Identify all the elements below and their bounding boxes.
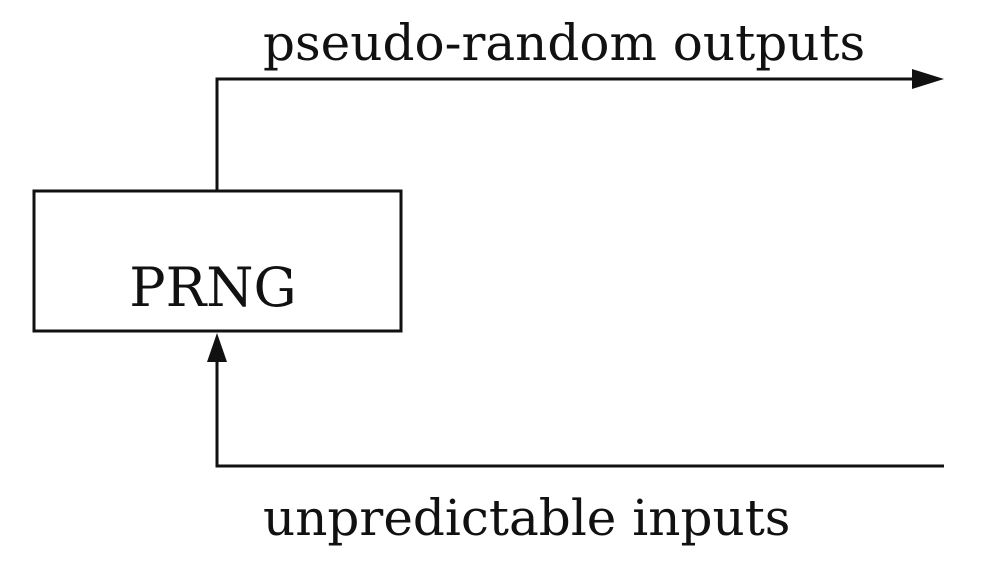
output-arrowhead xyxy=(912,69,944,89)
prng-block: PRNG xyxy=(32,189,403,333)
input-path: unpredictable inputs xyxy=(207,333,944,547)
output-line xyxy=(215,77,918,191)
input-line xyxy=(215,360,944,468)
prng-label: PRNG xyxy=(129,256,296,319)
output-label: pseudo-random outputs xyxy=(263,14,865,72)
output-path: pseudo-random outputs xyxy=(215,14,944,191)
input-label: unpredictable inputs xyxy=(263,489,790,547)
input-arrowhead xyxy=(207,333,227,362)
